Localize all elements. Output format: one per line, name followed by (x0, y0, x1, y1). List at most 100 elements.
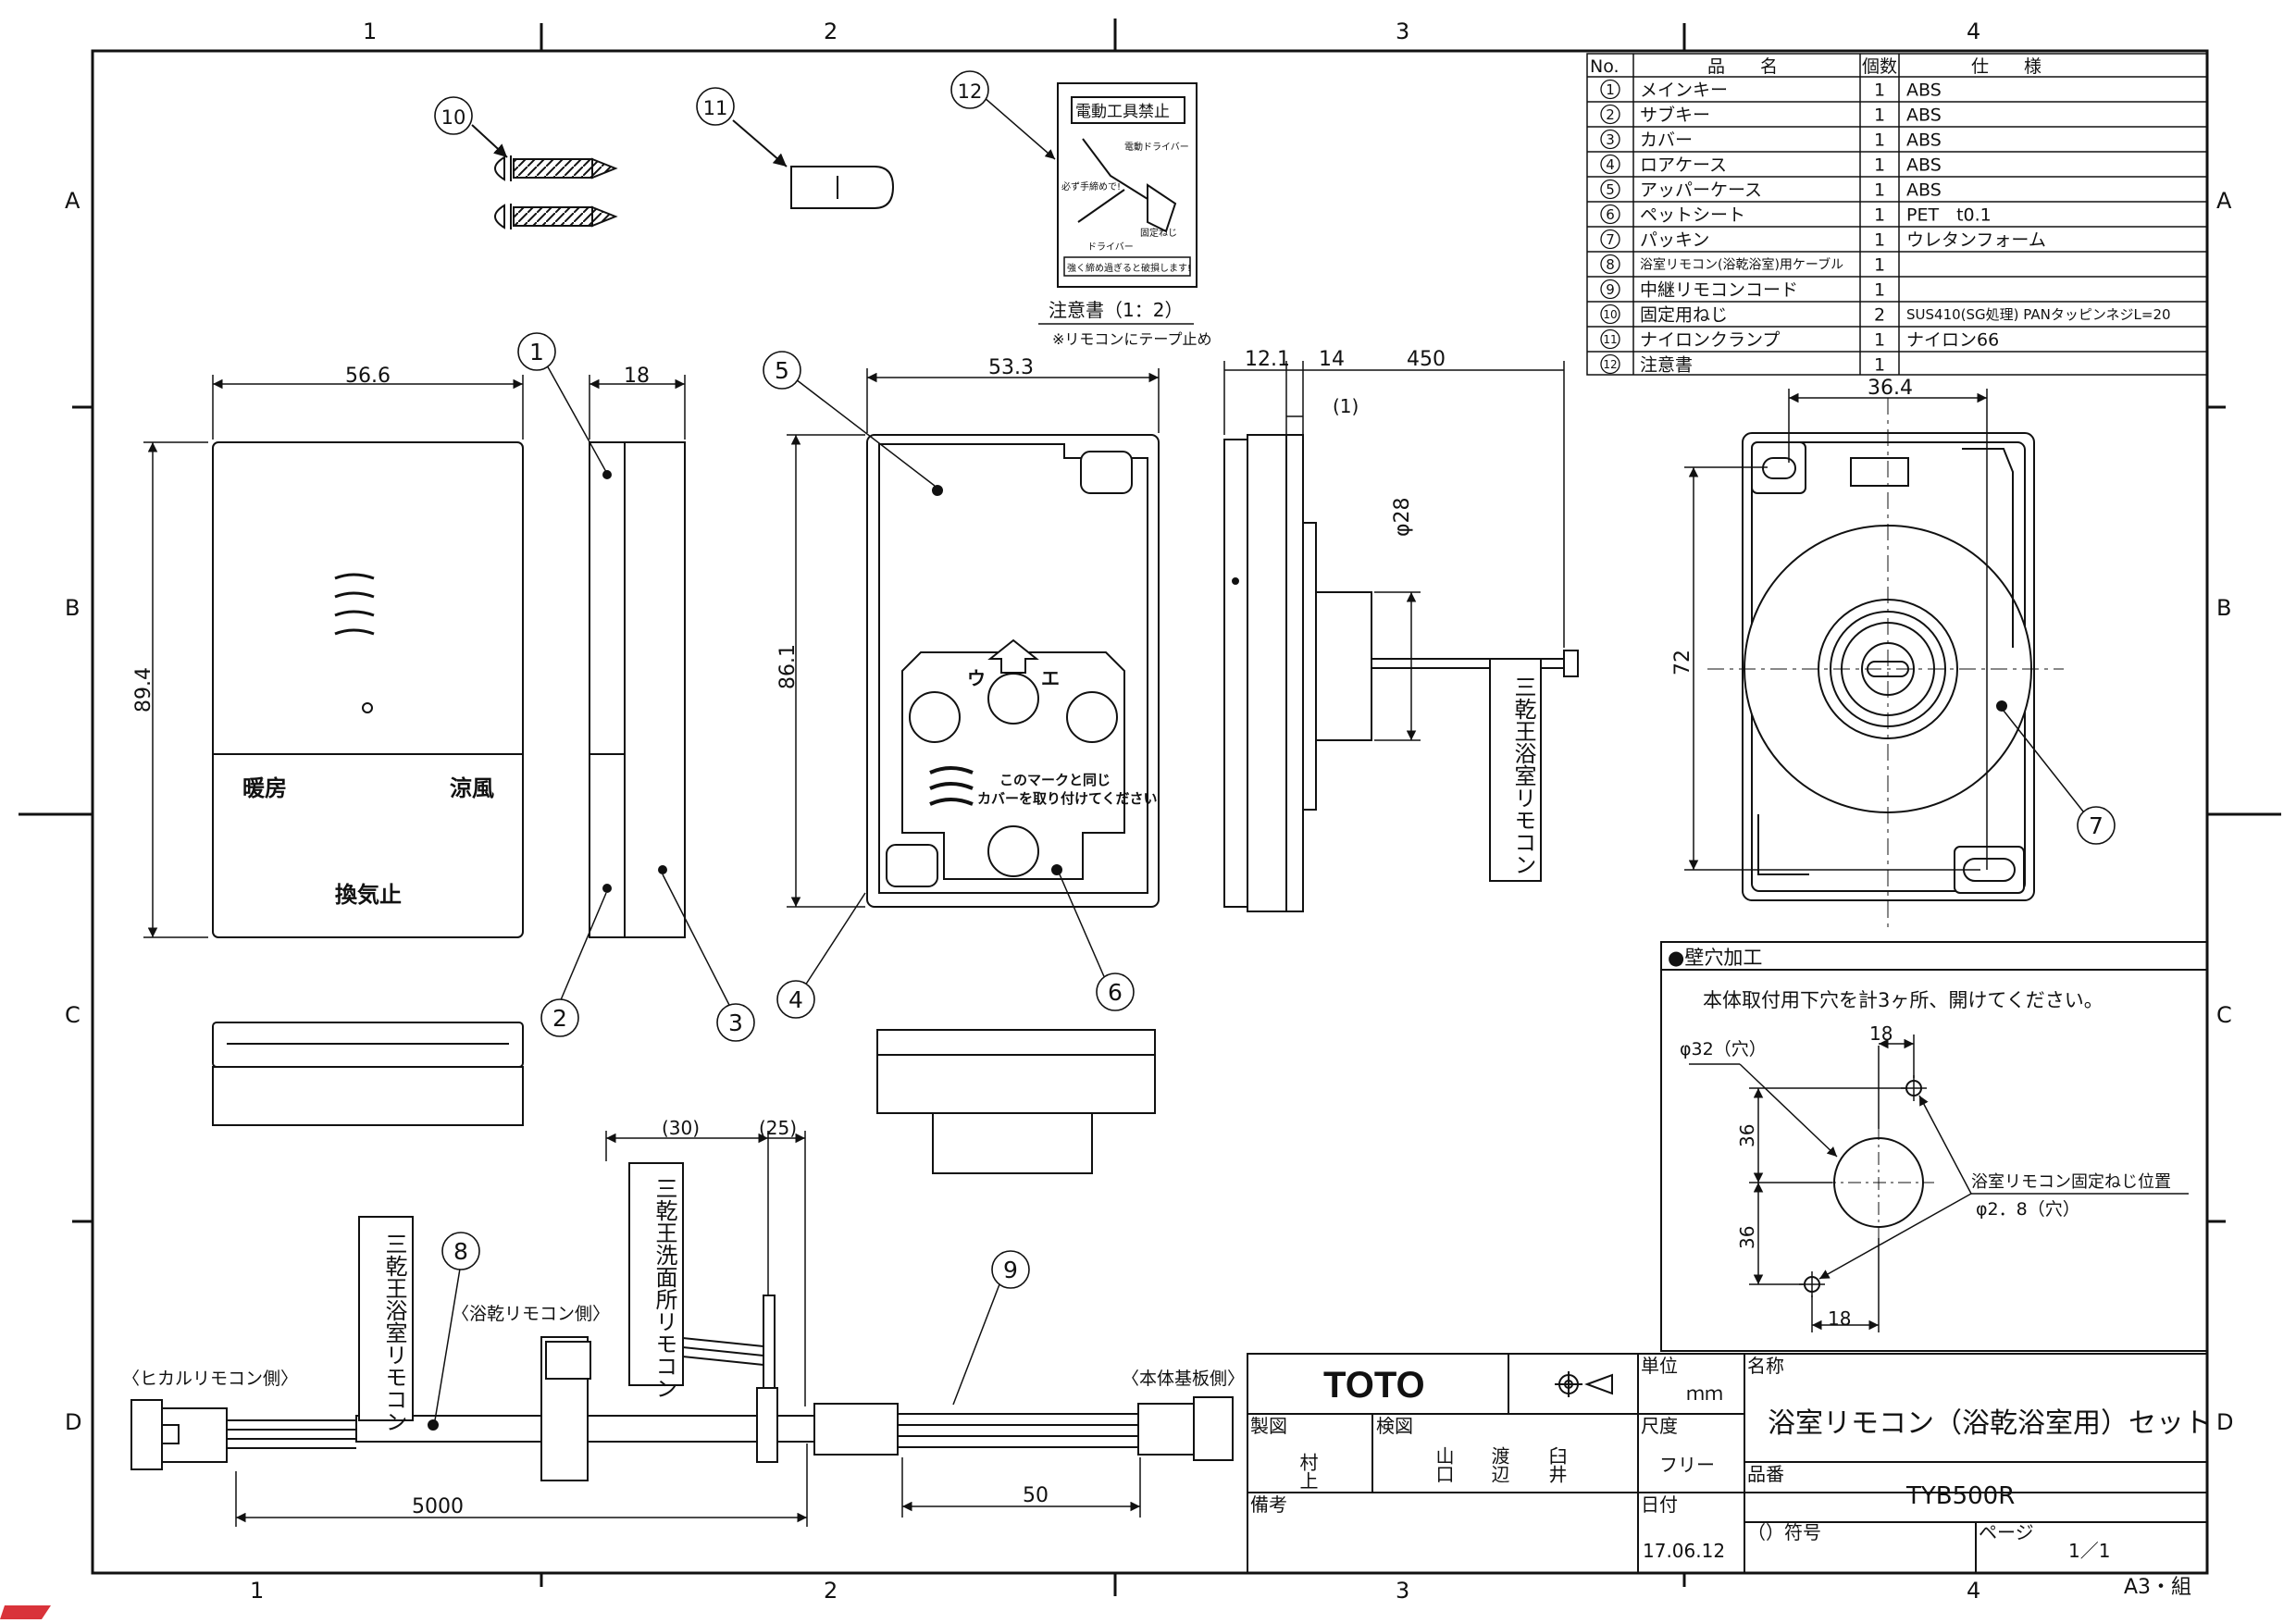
balloon-circle (950, 70, 989, 109)
case-view (866, 434, 1160, 908)
balloon-circle (517, 332, 556, 371)
dim-section-4: (1) (1333, 395, 1359, 417)
cell-no: 9 (1606, 281, 1615, 298)
dim-cable-30: (30) (662, 1117, 700, 1139)
zone-col-4-top: 4 (1967, 19, 1980, 44)
case-instruction-1: このマークと同じ (999, 773, 1111, 788)
dim-cable-5000: 5000 (412, 1495, 464, 1518)
cell-name: ペットシート (1640, 204, 1745, 225)
zone-col-1-bottom: 1 (250, 1578, 264, 1604)
notice-caption: 注意書（1：2） (1049, 299, 1183, 321)
dim-back-height: 72 (1671, 650, 1694, 675)
cell-no: 7 (1606, 231, 1615, 248)
cell-no: 8 (1606, 256, 1615, 273)
balloon-circle (441, 1232, 480, 1270)
balloon-circle (991, 1250, 1030, 1289)
zone-row-b-left: B (65, 595, 80, 621)
wall-hole-box (1660, 941, 2208, 1352)
row-number-circle (1600, 279, 1620, 300)
tb-date-value: 17.06.12 (1643, 1540, 1725, 1562)
tb-check-label: 検図 (1376, 1415, 1413, 1437)
wall-hole-text: 本体取付用下穴を計3ヶ所、開けてください。 (1703, 989, 2104, 1011)
balloon-12: 12 (950, 70, 989, 109)
bottom-view (212, 1022, 524, 1126)
tb-unit-label: 単位 (1641, 1355, 1678, 1377)
part-screws (471, 124, 618, 229)
balloon-number: 12 (958, 81, 983, 103)
notice-note: ※リモコンにテープ止め (1052, 330, 1211, 348)
cell-qty: 1 (1874, 155, 1885, 175)
tb-check-by-2: 渡辺 (1488, 1446, 1510, 1483)
button-heating-label: 暖房 (242, 775, 287, 801)
zone-labels: 1 2 3 4 1 2 3 4 A B C D A B C D A3・組 (65, 19, 2233, 1604)
wall-dim-18-top: 18 (1869, 1022, 1893, 1045)
tb-drawn-by: 村上 (1297, 1453, 1319, 1490)
balloon-number: 10 (441, 106, 466, 129)
table-row: 8 浴室リモコン(浴乾浴室)用ケーブル 1 (1600, 254, 1885, 275)
balloon-circle (434, 96, 473, 135)
notice-title: 電動工具禁止 (1075, 103, 1170, 121)
row-number-circle (1600, 328, 1620, 350)
balloon-number: 4 (788, 986, 803, 1013)
row-number-circle (1600, 204, 1620, 225)
parts-table (1586, 53, 2208, 376)
cable-tag-9-label: 三乾王洗面所リモコン (652, 1177, 677, 1399)
wall-hole-screw-diameter: φ2．8（穴） (1976, 1199, 2080, 1220)
sheet-size-label: A3・組 (2124, 1576, 2191, 1599)
balloon-number: 1 (529, 339, 544, 365)
table-header-qty: 個数 (1862, 56, 1897, 77)
balloon-10: 10 (434, 96, 473, 135)
cell-qty: 1 (1874, 130, 1885, 150)
balloon-circle (2077, 806, 2116, 845)
section-view (1223, 434, 1579, 912)
cell-qty: 1 (1874, 354, 1885, 375)
cell-spec: ウレタンフォーム (1906, 229, 2046, 250)
row-number-circle (1600, 304, 1620, 325)
cell-qty: 2 (1874, 304, 1885, 325)
tb-name-value: 浴室リモコン（浴乾浴室用）セット (1768, 1407, 2212, 1440)
cell-qty: 1 (1874, 254, 1885, 275)
case-instruction-2: カバーを取り付けてください (977, 790, 1158, 807)
zone-row-c-left: C (65, 1002, 81, 1028)
cable-assembly (130, 1295, 1234, 1481)
table-header-spec: 仕 様 (1971, 56, 2042, 77)
notice-hand: 必ず手締めで! (1061, 180, 1121, 192)
zone-row-b-right: B (2216, 595, 2231, 621)
tb-scale-value: フリー (1659, 1454, 1715, 1476)
cell-name: パッキン (1640, 229, 1709, 250)
button-cool-label: 涼風 (450, 775, 494, 801)
drawing-frame (19, 19, 2281, 1596)
cell-qty: 1 (1874, 204, 1885, 225)
notice-driver: 電動ドライバー (1124, 141, 1189, 153)
zone-row-c-right: C (2216, 1002, 2232, 1028)
cell-no: 12 (1603, 358, 1617, 371)
cell-no: 5 (1606, 181, 1615, 198)
cable-tag-8: 三乾王浴室リモコン (358, 1216, 414, 1432)
row-number-circle (1600, 129, 1620, 150)
parts-table-text: No. 品 名 個数 仕 様 (1590, 56, 2042, 77)
tb-part-value: TYB500R (1905, 1482, 2015, 1510)
balloon-number: 3 (728, 1010, 743, 1036)
balloon-6: 6 (1096, 973, 1135, 1011)
brand-logo: TOTO (1323, 1365, 1425, 1406)
cell-name: 浴室リモコン(浴乾浴室)用ケーブル (1640, 257, 1843, 273)
part-notice: 電動工具禁止 電動ドライバー 必ず手締めで! 固定ねじ ドライバー 強く締め過ぎ… (983, 82, 1211, 348)
balloon-4: 4 (776, 980, 815, 1019)
case-mark-e: エ (1041, 669, 1060, 689)
zone-row-a-right: A (2216, 188, 2232, 214)
cell-spec: ABS (1906, 105, 1942, 125)
wall-hole-screw-position: 浴室リモコン固定ねじ位置 (1971, 1172, 2171, 1192)
balloon-1: 1 (517, 332, 556, 371)
balloon-circle (776, 980, 815, 1019)
row-number-circle (1600, 79, 1620, 100)
wall-dim-18-bottom: 18 (1828, 1307, 1851, 1330)
zone-col-4-bottom: 4 (1967, 1578, 1980, 1604)
balloon-11: 11 (696, 87, 735, 126)
